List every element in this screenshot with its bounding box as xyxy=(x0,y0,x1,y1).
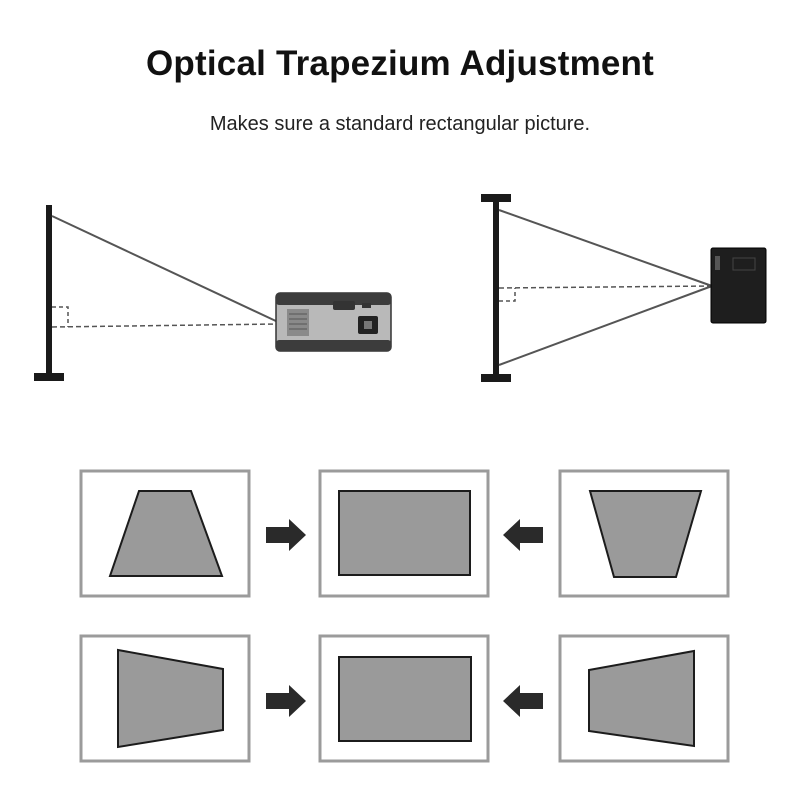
arrow-right-icon xyxy=(266,685,306,717)
beam-lower-edge xyxy=(498,285,713,366)
before-panel-wide-left xyxy=(79,634,251,763)
screen-stand-base-right xyxy=(481,374,511,382)
screen-stand-top-cap xyxy=(481,194,511,202)
screen-stand-right xyxy=(493,196,499,377)
beam-axis-line xyxy=(51,323,279,328)
correction-row-1 xyxy=(79,469,730,598)
correction-row-2 xyxy=(79,634,730,763)
trapezoid-wide-right-shape xyxy=(588,649,695,748)
top-view-scene xyxy=(481,194,767,382)
arrow-right-icon xyxy=(266,519,306,551)
result-panel-rectangle xyxy=(318,469,490,598)
rectangle-shape xyxy=(338,490,471,576)
trapezoid-wide-bottom-shape xyxy=(108,490,224,577)
beam-top-edge xyxy=(51,215,279,323)
page-title: Optical Trapezium Adjustment xyxy=(146,44,654,83)
before-panel-wide-bottom xyxy=(79,469,251,598)
rectangle-shape xyxy=(338,656,472,742)
beam-upper-edge xyxy=(498,209,713,287)
result-panel-rectangle xyxy=(318,634,490,763)
screen-stand-base-left xyxy=(34,373,64,381)
side-view-scene xyxy=(34,205,392,381)
projector-rear-icon xyxy=(710,247,767,324)
arrow-left-icon xyxy=(503,685,543,717)
screen-stand-left xyxy=(46,205,52,377)
projector-side-icon xyxy=(275,292,392,352)
trapezoid-wide-top-shape xyxy=(588,490,703,578)
before-panel-wide-right xyxy=(558,634,730,763)
trapezoid-wide-left-shape xyxy=(117,648,224,749)
beam-center-line xyxy=(498,285,713,289)
arrow-left-icon xyxy=(503,519,543,551)
page-subtitle: Makes sure a standard rectangular pictur… xyxy=(209,113,591,135)
beam-offset-marker xyxy=(52,306,69,327)
beam-offset-marker-right xyxy=(499,288,516,302)
before-panel-wide-top xyxy=(558,469,730,598)
